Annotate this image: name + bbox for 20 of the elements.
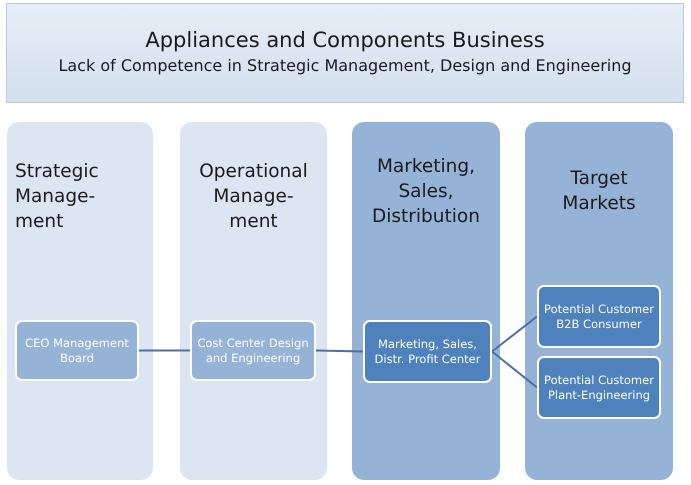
process-box: Cost Center Design and Engineering — [190, 320, 316, 381]
header-band — [6, 3, 684, 103]
connector-line — [491, 316, 538, 352]
column-heading: Target Markets — [561, 167, 637, 216]
connector-line — [491, 350, 538, 388]
process-box: CEO Management Board — [15, 320, 139, 381]
subtitle: Lack of Competence in Strategic Management, Design and Engineering — [57, 54, 633, 77]
process-box: Marketing, Sales, Distr. Profit Center — [363, 320, 492, 383]
column-panel — [7, 122, 153, 480]
column-heading: Operational Manage- ment — [198, 160, 309, 234]
column-panel — [525, 122, 673, 480]
connector-line — [316, 350, 364, 352]
title: Appliances and Components Business — [145, 28, 545, 54]
process-box: Potential Customer Plant-Engineering — [537, 356, 661, 419]
process-box: Potential Customer B2B Consumer — [537, 285, 661, 348]
column-panel — [352, 122, 500, 480]
connector-line — [139, 350, 190, 352]
column-panel — [180, 122, 327, 480]
column-heading: Marketing, Sales, Distribution — [371, 155, 481, 229]
column-heading: Strategic Manage- ment — [15, 160, 100, 234]
